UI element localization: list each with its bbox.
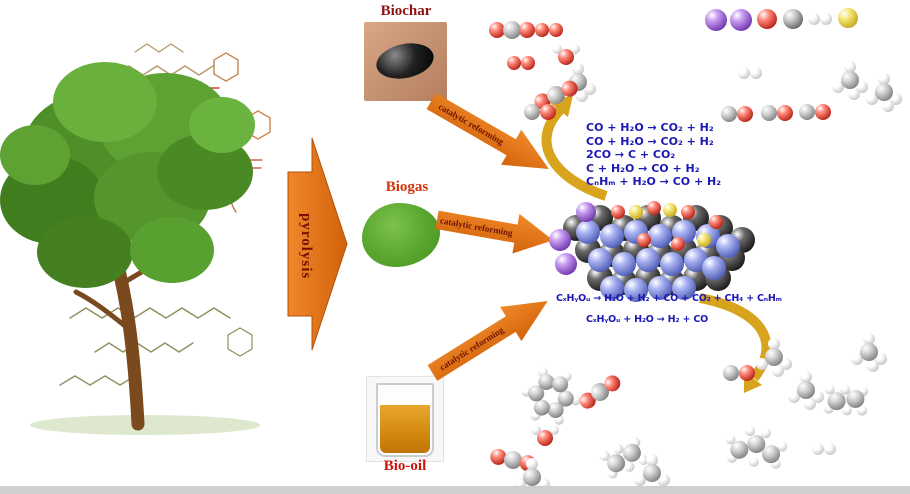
atom-B xyxy=(612,252,636,276)
reforming-equations-top: CO + H₂O → CO₂ + H₂ CO + H₂O → CO₂ + H₂ … xyxy=(586,121,721,189)
tree-illustration xyxy=(0,62,260,435)
atom-B xyxy=(636,248,660,272)
bio-oil-label: Bio-oil xyxy=(383,458,427,474)
equation-line: CO + H₂O → CO₂ + H₂ xyxy=(586,121,714,134)
atom-Y xyxy=(697,233,711,247)
bio-oil-liquid xyxy=(380,405,430,453)
atom-O xyxy=(709,215,723,229)
atom-B xyxy=(672,276,696,300)
reforming-equations-bottom: CₓHᵧOᵤ → H₂O + H₂ + CO + CO₂ + CH₄ + CₙH… xyxy=(556,293,782,325)
atom-B xyxy=(600,224,624,248)
bio-oil-photo xyxy=(366,376,444,462)
atom-P xyxy=(576,202,596,222)
biogas-blob xyxy=(362,203,440,267)
atom-P xyxy=(549,229,571,251)
beaker xyxy=(376,383,434,457)
biogas-label: Biogas xyxy=(385,179,429,195)
atom-B xyxy=(600,276,624,300)
equation-line: C + H₂O → CO + H₂ xyxy=(586,161,700,175)
biochar-sample xyxy=(373,38,437,84)
atom-Y xyxy=(629,205,643,219)
atom-O xyxy=(647,201,661,215)
equation-line: CO + H₂O → CO₂ + H₂ xyxy=(586,134,714,148)
atom-B xyxy=(576,220,600,244)
biochar-photo xyxy=(364,22,447,101)
atom-O xyxy=(671,237,685,251)
catalyst-cluster xyxy=(549,190,768,302)
equation-line: CₓHᵧOᵤ → H₂O + H₂ + CO + CO₂ + CH₄ + CₙH… xyxy=(556,293,782,304)
pyrolysis-arrow xyxy=(287,137,348,351)
biochar-label: Biochar xyxy=(380,3,432,19)
bottom-bar xyxy=(0,486,910,494)
equation-line: CₓHᵧOᵤ + H₂O → H₂ + CO xyxy=(586,314,708,325)
atom-P xyxy=(555,253,577,275)
atom-B xyxy=(624,278,648,302)
atom-O xyxy=(681,205,695,219)
pyrolysis-label: pyrolysis xyxy=(298,212,314,280)
atom-B xyxy=(648,224,672,248)
atom-B xyxy=(660,252,684,276)
atom-B xyxy=(588,248,612,272)
atom-B xyxy=(716,234,740,258)
atom-O xyxy=(611,205,625,219)
atom-Y xyxy=(663,203,677,217)
equation-line: 2CO → C + CO₂ xyxy=(586,148,676,161)
atom-O xyxy=(637,233,651,247)
atom-B xyxy=(702,256,726,280)
atom-B xyxy=(648,276,672,300)
equation-line: CₙHₘ + H₂O → CO + H₂ xyxy=(586,175,722,188)
